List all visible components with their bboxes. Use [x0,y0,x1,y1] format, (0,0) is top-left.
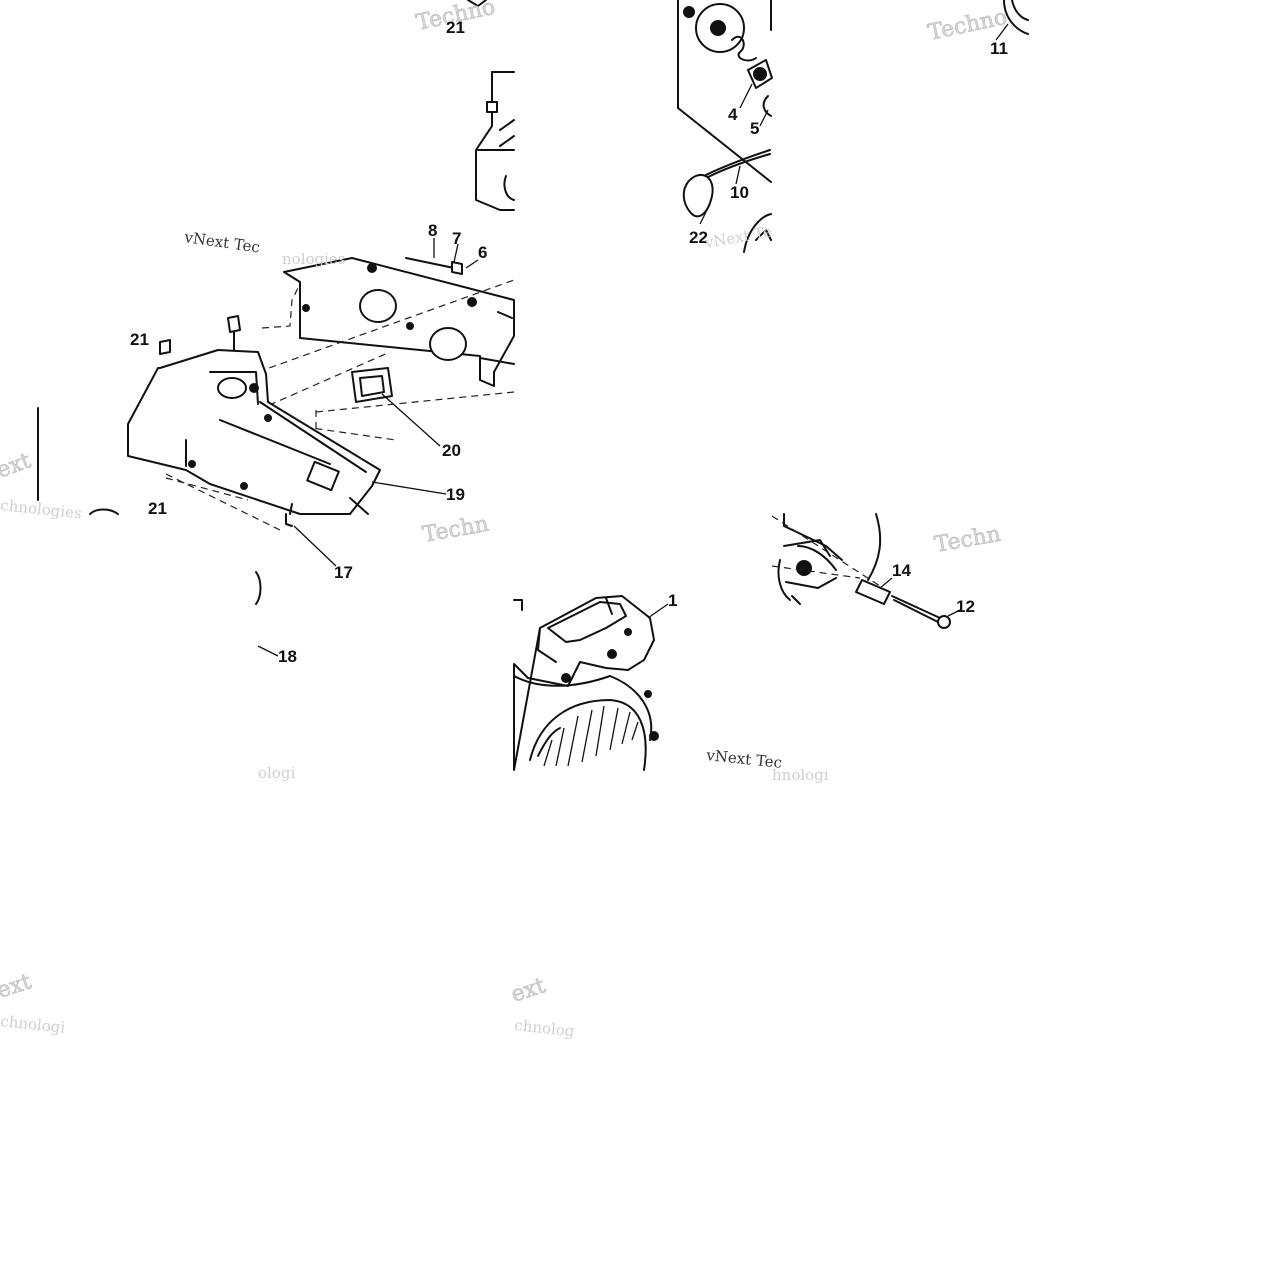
starter-rope-part [703,149,771,177]
nut-part [159,339,171,355]
callout-label: 4 [728,105,738,124]
tile-top-right-fragment: 11 Techno [926,0,1029,58]
watermark-text: Techn [933,522,1003,558]
callout-label: 12 [956,597,975,616]
nut-part [227,315,241,333]
watermark-text: nologies [282,250,346,268]
callout-label: 14 [892,561,911,580]
watermark-text: ext [0,969,35,1003]
watermark-text: ext [0,448,34,483]
watermark-text: Techn [421,512,491,548]
watermark-text: chnolog [514,1016,576,1040]
callout-label: 6 [478,243,487,262]
callout-label: 11 [990,39,1008,58]
bolt-part [451,261,463,275]
tile-blower-housing: 1 [513,591,677,771]
callout-label: 21 [130,330,149,349]
starter-handle-part [682,174,714,218]
watermark-text: vNext Te [703,222,774,252]
callout-label: 7 [452,229,461,248]
callout-label: 19 [446,485,465,504]
watermark-text: chnologi [0,1012,66,1037]
tile-lower-left-fragment: 17 18 ologi [255,513,353,782]
watermark-text: hnologi [772,766,829,784]
screw-part [937,615,951,629]
callout-label: 17 [334,563,353,582]
callout-label: 8 [428,221,437,240]
watermark-text: ologi [258,764,295,782]
callout-label: 18 [278,647,297,666]
watermark-text: ext [508,973,548,1007]
callout-label: 21 [446,18,465,37]
watermark-text: chnologies [0,496,83,522]
callout-label: 20 [442,441,461,460]
mounting-bracket-part [283,257,515,387]
tile-bracket-fragment [475,71,515,211]
callout-label: 10 [730,183,749,202]
tile-recoil-starter-parts: 4 5 10 22 vNext Te [677,0,774,253]
callout-label: 1 [668,591,677,610]
watermark-text: vNext Tec [182,228,261,257]
callout-label: 22 [689,228,708,247]
blower-housing-part [513,595,655,771]
callout-label: 5 [750,119,759,138]
tile-bottom-fragments: ext chnologi ext chnolog [0,969,576,1040]
tile-fastener-parts: 14 12 Techn vNext Tec hnologi [705,513,1003,784]
tile-exhaust-assembly: 8 7 6 21 20 19 [0,221,515,548]
callout-label: 21 [148,499,167,518]
